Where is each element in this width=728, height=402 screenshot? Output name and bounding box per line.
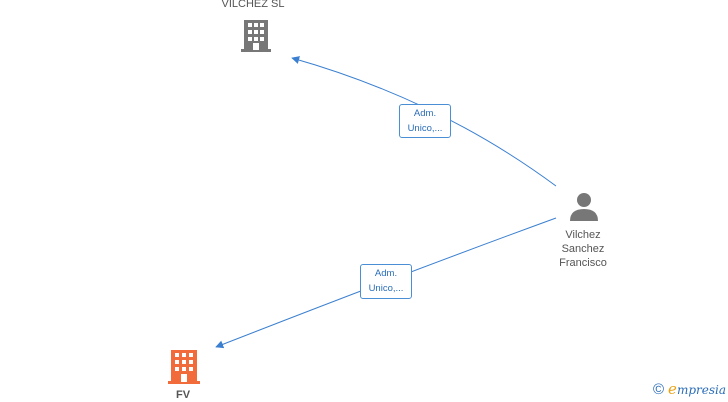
edge-label-top-line-2: Unico,... bbox=[407, 123, 443, 134]
copyright-icon: © bbox=[652, 380, 665, 398]
person-label[interactable]: Vilchez Sanchez Francisco bbox=[533, 228, 633, 270]
building-icon[interactable] bbox=[241, 20, 271, 52]
edge-label-bottom-line-2: Unico,... bbox=[368, 283, 404, 294]
company-label-fv[interactable]: FV bbox=[175, 389, 191, 401]
building-icon-highlighted[interactable] bbox=[168, 350, 200, 384]
person-name-line-2: Sanchez bbox=[561, 243, 605, 255]
edge-label-bottom-line-1: Adm. bbox=[374, 268, 398, 279]
brand-logo[interactable]: empresia bbox=[668, 380, 726, 398]
person-name-line-3: Francisco bbox=[559, 257, 607, 269]
brand-initial: e bbox=[668, 380, 677, 398]
person-icon[interactable] bbox=[570, 193, 598, 221]
person-name-line-1: Vilchez bbox=[565, 229, 601, 241]
edge-label-top[interactable]: Adm. Unico,... bbox=[399, 104, 451, 138]
company-label-vilchez-sl[interactable]: VILCHEZ SL bbox=[221, 0, 285, 10]
footer-brand: © empresia bbox=[653, 380, 726, 398]
edge-label-top-line-1: Adm. bbox=[413, 108, 437, 119]
edge-label-bottom[interactable]: Adm. Unico,... bbox=[360, 264, 412, 299]
brand-name: mpresia bbox=[676, 383, 726, 397]
